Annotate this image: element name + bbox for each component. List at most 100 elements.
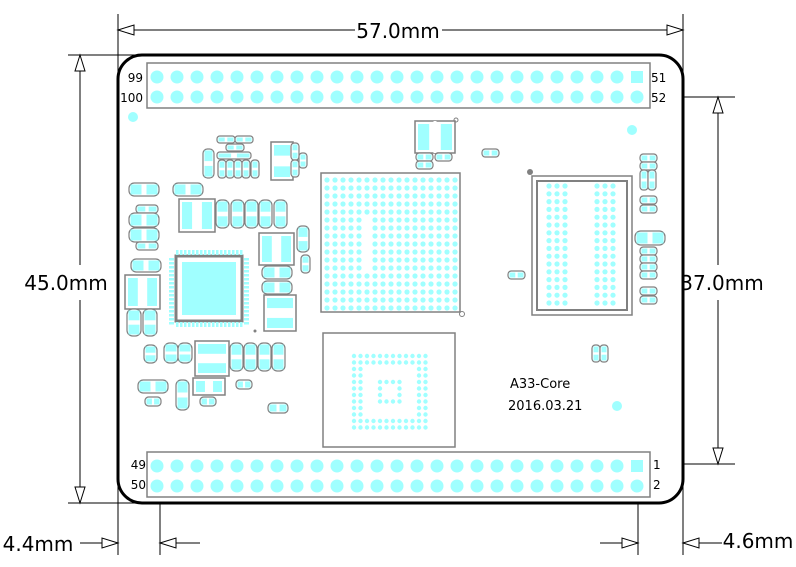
bga-ball	[332, 193, 338, 199]
pin-pad	[150, 459, 164, 473]
pin-pad	[450, 70, 464, 84]
emmc-chip	[322, 332, 456, 448]
dimension-arrow	[74, 486, 86, 505]
bga-ball	[388, 193, 394, 199]
pin-label-100: 100	[120, 91, 143, 105]
pin-pad	[230, 70, 244, 84]
emmc-ball	[423, 379, 428, 385]
emmc-ball	[390, 360, 396, 365]
bga-ball	[436, 257, 442, 263]
pad	[165, 354, 177, 362]
bga-ball	[412, 177, 418, 183]
pad	[641, 155, 648, 161]
bga-ball	[380, 265, 386, 271]
bga-ball	[396, 241, 402, 247]
qfp-pin	[169, 290, 174, 293]
qfp-pin	[200, 250, 203, 255]
pin-pad	[290, 90, 304, 104]
pin-pad	[530, 90, 544, 104]
bga-ball	[372, 265, 378, 271]
pin-pad	[470, 459, 484, 473]
bga-ball	[348, 177, 354, 183]
bga-ball	[388, 233, 394, 239]
emmc-ball	[410, 360, 415, 365]
pad	[201, 398, 207, 405]
bga-ball	[356, 257, 362, 263]
bga-ball	[420, 265, 426, 271]
emmc-ball	[384, 425, 389, 430]
emmc-ball	[423, 412, 428, 417]
pin-pad	[390, 459, 404, 473]
bga-ball	[324, 233, 330, 239]
dimension-arrow	[712, 95, 724, 114]
dram-ball	[554, 261, 560, 267]
bga-ball	[348, 233, 354, 239]
bga-ball	[348, 185, 354, 191]
bga-ball	[388, 201, 394, 207]
dram-ball	[610, 261, 616, 267]
dimension-arrow	[101, 537, 120, 549]
bga-ball	[364, 273, 370, 279]
bga-ball	[452, 177, 458, 183]
qfp-pin	[176, 250, 179, 255]
bga-ball	[372, 289, 378, 295]
pad	[198, 344, 226, 354]
bga-ball	[380, 193, 386, 199]
qfp-pin	[244, 306, 249, 309]
dram-ball	[594, 230, 600, 236]
emmc-ball	[410, 418, 415, 424]
pin-pad	[430, 479, 444, 493]
dram-ball	[594, 269, 600, 275]
emmc-ball	[351, 405, 357, 411]
bga-ball	[452, 225, 458, 231]
bga-ball	[372, 209, 378, 215]
pad	[144, 310, 156, 321]
emmc-ball	[384, 418, 389, 424]
qfp-pin	[169, 306, 174, 309]
pad	[259, 359, 270, 370]
dram-ball	[554, 230, 560, 236]
bga-ball	[428, 289, 434, 295]
bga-ball	[372, 225, 378, 231]
pin-pad	[430, 90, 444, 104]
emmc-ball	[416, 399, 422, 404]
qfp-pin	[244, 258, 249, 261]
pin-pad	[150, 479, 164, 493]
qfp-pin	[224, 250, 227, 255]
qfp-pin	[169, 278, 174, 281]
bga-ball	[436, 289, 442, 295]
pin-label-99: 99	[128, 71, 143, 85]
pad	[300, 154, 306, 160]
bga-ball	[388, 249, 394, 255]
pad	[649, 272, 656, 278]
dram-ball	[594, 261, 600, 267]
emmc-ball	[364, 353, 370, 359]
bga-ball	[436, 201, 442, 207]
dram-ball	[554, 284, 560, 290]
emmc-ball	[416, 366, 422, 372]
bga-ball	[396, 265, 402, 271]
bga-ball	[340, 265, 346, 271]
emmc-ball	[371, 353, 376, 359]
qfp-pin	[244, 318, 249, 321]
bga-ball	[444, 193, 450, 199]
pin-pad	[170, 479, 184, 493]
emmc-ball	[397, 353, 402, 359]
emmc-ball	[423, 373, 428, 378]
bga-ball	[396, 209, 402, 215]
dram-ball	[546, 191, 552, 197]
pin-label-52: 52	[651, 91, 666, 105]
dram-ball	[594, 206, 600, 212]
pad	[146, 398, 152, 405]
pad	[209, 398, 215, 405]
pin-pad	[290, 479, 304, 493]
dimension-arrow	[74, 53, 86, 72]
pin-pad	[550, 459, 564, 473]
bga-ball	[452, 273, 458, 279]
pad	[292, 169, 298, 176]
bga-ball	[436, 265, 442, 271]
bga-ball	[420, 201, 426, 207]
bga-ball	[348, 209, 354, 215]
qfp-pin	[244, 270, 249, 273]
pad	[190, 184, 202, 195]
